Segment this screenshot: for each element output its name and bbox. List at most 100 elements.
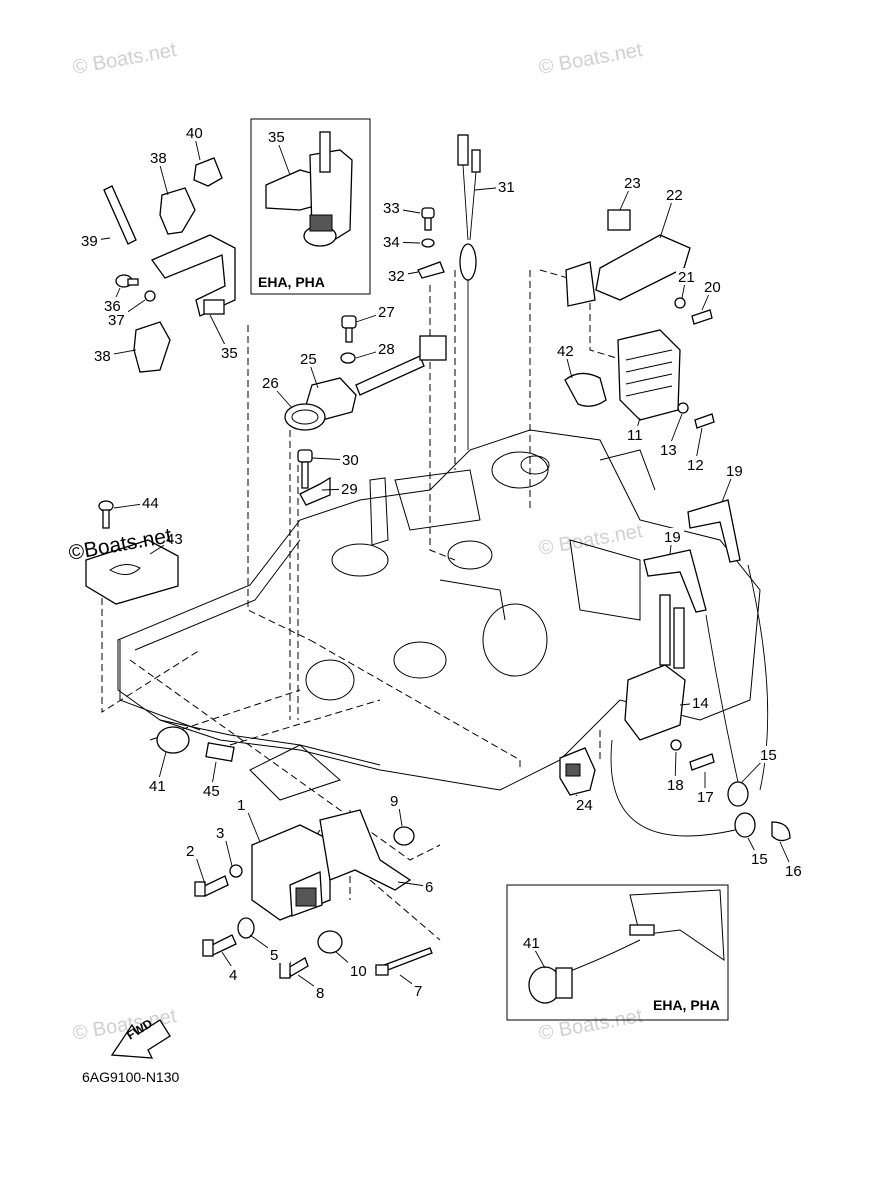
callout-36: 36 <box>104 298 121 315</box>
part-rectifier-11 <box>617 329 681 421</box>
callout-backdrop <box>412 982 434 999</box>
callout-34: 34 <box>383 234 400 251</box>
part-bracket-22 <box>595 234 691 301</box>
callout-backdrop <box>749 850 771 867</box>
callout-15: 15 <box>751 851 768 868</box>
part-washer-21 <box>674 297 686 309</box>
callout-41: 41 <box>523 935 540 952</box>
callout-20: 20 <box>704 279 721 296</box>
callout-38: 38 <box>150 150 167 167</box>
part-screw-36 <box>115 274 139 288</box>
part-washer-34 <box>421 238 435 248</box>
watermark-middle-right: © Boats.net <box>537 520 644 560</box>
callout-backdrop <box>79 232 101 249</box>
callout-19: 19 <box>664 529 681 546</box>
callout-backdrop <box>685 456 707 473</box>
part-washer-28 <box>340 352 356 364</box>
part-clamp-32 <box>417 261 445 279</box>
svg-text:EHA, PHA: EHA, PHA <box>258 274 325 290</box>
callout-2: 2 <box>186 843 194 860</box>
svg-text:© Boats.net: © Boats.net <box>537 520 644 560</box>
callout-backdrop <box>219 344 241 361</box>
callout-backdrop <box>348 962 370 979</box>
svg-text:© Boats.net: © Boats.net <box>537 1005 644 1045</box>
callout-31: 31 <box>498 179 515 196</box>
part-bolt-30 <box>297 449 313 489</box>
callout-38: 38 <box>94 348 111 365</box>
callout-21: 21 <box>678 269 695 286</box>
callout-28: 28 <box>378 341 395 358</box>
callout-14: 14 <box>692 695 709 712</box>
callout-41: 41 <box>149 778 166 795</box>
callout-15: 15 <box>760 747 777 764</box>
callout-5: 5 <box>270 947 278 964</box>
part-screw-27 <box>341 315 357 343</box>
callout-27: 27 <box>378 304 395 321</box>
callout-backdrop <box>665 776 687 793</box>
part-clamp-38 <box>133 187 196 373</box>
part-bolt-12 <box>694 413 715 429</box>
watermark-top-left: © Boats.net <box>71 39 178 79</box>
part-regulator-bracket-left <box>565 261 596 307</box>
callout-backdrop <box>625 426 647 443</box>
part-ignition-coil-14 <box>624 594 686 741</box>
part-bolt-44 <box>98 500 114 529</box>
part-washer-18 <box>670 739 682 751</box>
inset-box-bottom: EHA, PHA <box>506 884 729 1021</box>
part-screw-33 <box>421 207 435 231</box>
callout-backdrop <box>724 462 746 479</box>
callout-backdrop <box>376 340 398 357</box>
callout-10: 10 <box>350 963 367 980</box>
svg-text:© Boats.net: © Boats.net <box>71 39 178 79</box>
callout-13: 13 <box>660 442 677 459</box>
part-sensor-24 <box>559 747 596 796</box>
part-collar-5 <box>237 917 255 939</box>
callout-18: 18 <box>667 777 684 794</box>
part-screw-17 <box>689 753 715 771</box>
assembly-guide-lines <box>101 269 641 941</box>
callout-backdrop <box>184 842 206 859</box>
callout-12: 12 <box>687 457 704 474</box>
callout-45: 45 <box>203 783 220 800</box>
callout-backdrop <box>388 792 410 809</box>
part-grommet-26 <box>284 403 326 431</box>
callout-backdrop <box>662 528 684 545</box>
part-harness-31 <box>457 134 481 450</box>
callout-35: 35 <box>268 129 285 146</box>
engine-block <box>117 429 761 801</box>
part-bracket-42 <box>564 372 607 407</box>
part-plug-cap-19 <box>643 499 741 613</box>
callout-backdrop <box>92 347 114 364</box>
callout-backdrop <box>574 796 596 813</box>
callout-19: 19 <box>726 463 743 480</box>
callout-backdrop <box>102 297 124 314</box>
part-label-45 <box>205 742 235 762</box>
part-washer-3 <box>229 864 243 878</box>
callout-backdrop <box>496 178 518 195</box>
callout-backdrop <box>298 350 320 367</box>
callout-backdrop <box>227 966 249 983</box>
inset-box-top: EHA, PHA <box>250 118 371 295</box>
callout-backdrop <box>521 934 543 951</box>
callout-backdrop <box>381 233 403 250</box>
callout-backdrop <box>386 267 408 284</box>
callout-backdrop <box>147 777 169 794</box>
callout-backdrop <box>702 278 724 295</box>
callout-11: 11 <box>627 427 643 444</box>
callout-backdrop <box>266 128 288 145</box>
callout-39: 39 <box>81 233 98 250</box>
callout-7: 7 <box>414 983 422 1000</box>
part-washer-13 <box>677 402 689 414</box>
fwd-arrow-icon: FWD <box>110 1016 171 1059</box>
callout-44: 44 <box>142 495 159 512</box>
callout-backdrop <box>235 796 257 813</box>
callout-1: 1 <box>237 797 245 814</box>
callout-25: 25 <box>300 351 317 368</box>
part-plug-41 <box>156 726 190 754</box>
callout-26: 26 <box>262 375 279 392</box>
callout-30: 30 <box>342 452 359 469</box>
part-cable-tie-7 <box>374 947 433 976</box>
part-bracket-6 <box>319 809 412 891</box>
callout-backdrop <box>783 862 805 879</box>
watermark-top-right: © Boats.net <box>537 39 644 79</box>
